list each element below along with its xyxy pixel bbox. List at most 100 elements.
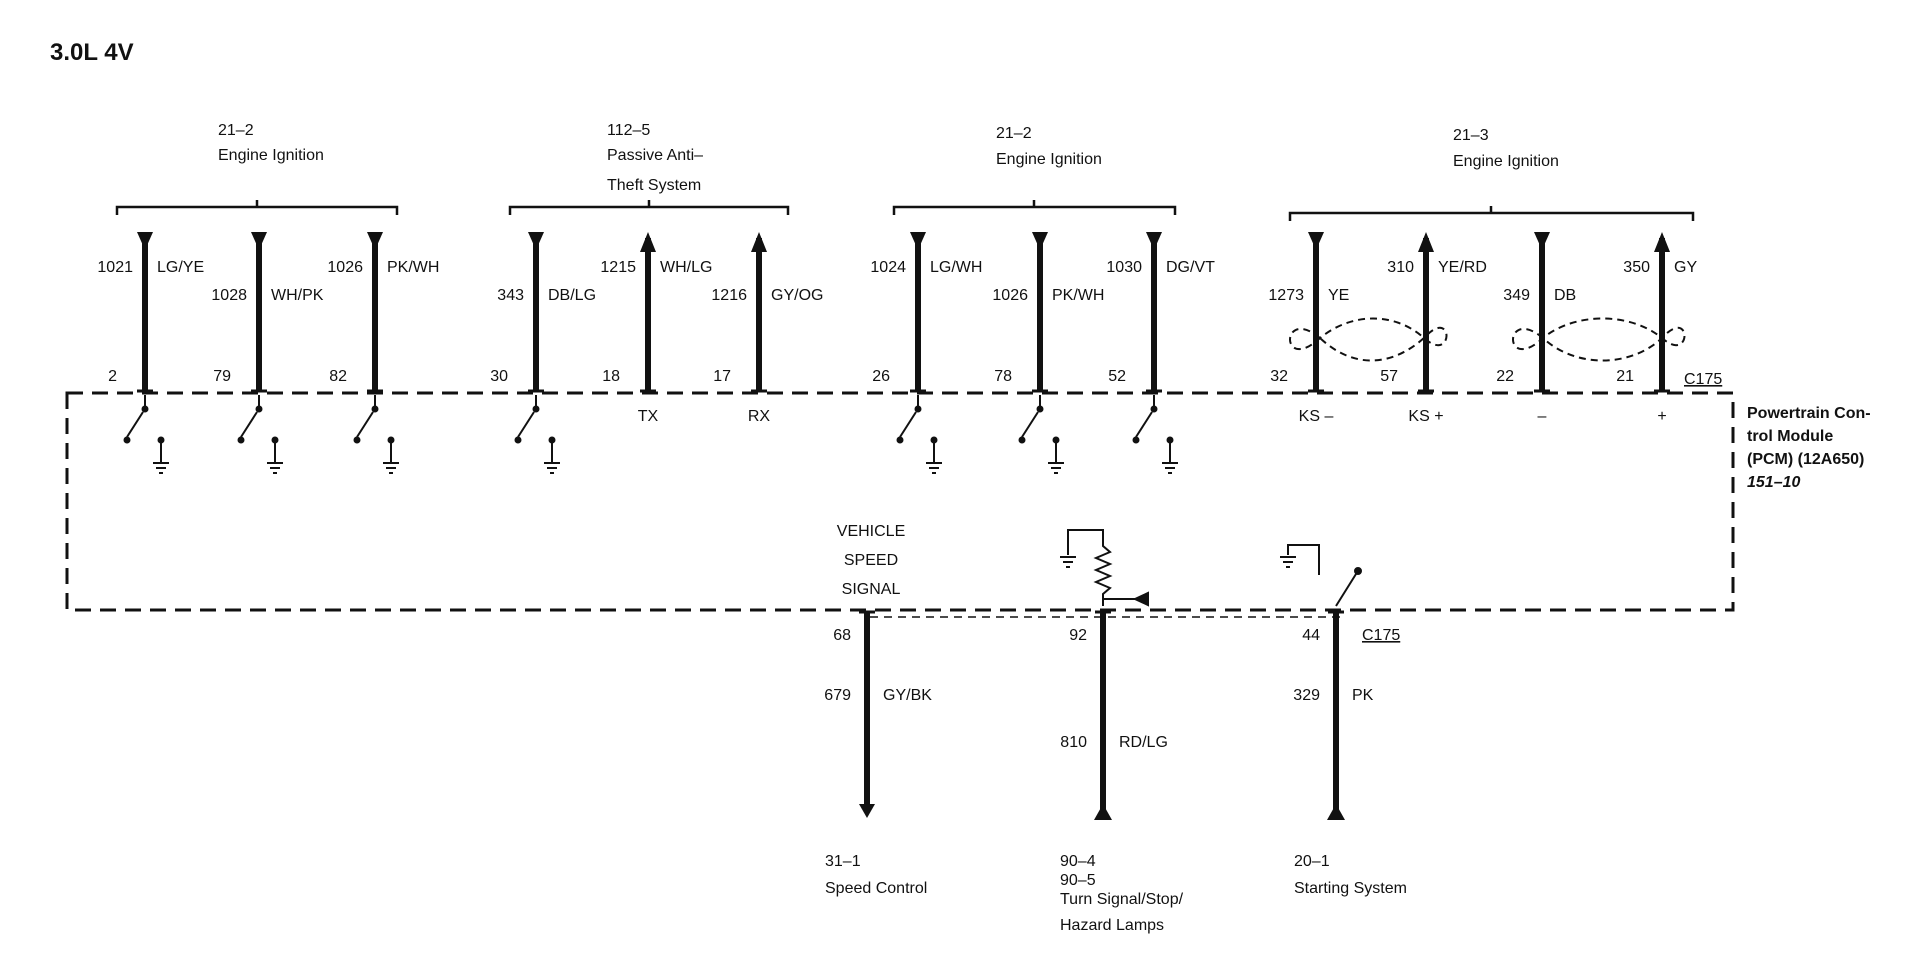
- module-label-line3: (PCM) (12A650): [1747, 451, 1864, 468]
- pin-number: 30: [490, 368, 508, 385]
- wire-circuit-number: 810: [1060, 734, 1087, 751]
- grounded-switch-icon: [514, 395, 560, 474]
- destination-ref: 31–1: [825, 853, 861, 870]
- grounded-switch-icon: [1132, 395, 1178, 474]
- pin-number: 57: [1380, 368, 1398, 385]
- arrow-out-icon: [859, 804, 875, 818]
- destination-name-2: Hazard Lamps: [1060, 917, 1164, 934]
- pin-function-label: KS –: [1299, 408, 1334, 425]
- group-bracket: [508, 200, 790, 215]
- pin-function-label: KS +: [1408, 408, 1443, 425]
- wire-color-code: DG/VT: [1166, 259, 1215, 276]
- wire-color-code: RD/LG: [1119, 734, 1168, 751]
- pin-number: 22: [1496, 368, 1514, 385]
- wire-color-code: PK: [1352, 687, 1374, 704]
- wire-circuit-number: 343: [497, 287, 524, 304]
- vss-label: VEHICLE SPEED SIGNAL: [837, 523, 905, 598]
- group-ref: 21–2: [996, 125, 1032, 142]
- group-header-engine-ignition-3: 21–3 Engine Ignition: [1453, 127, 1559, 170]
- connector-end-icon: [1094, 804, 1112, 820]
- arrow-in-icon: [137, 232, 153, 250]
- grounded-switch-icon: [896, 395, 942, 474]
- group-header-passive-anti-theft: 112–5 Passive Anti– Theft System: [607, 122, 703, 194]
- wire-circuit-number: 1215: [600, 259, 636, 276]
- wire-color-code: DB/LG: [548, 287, 596, 304]
- group-name: Engine Ignition: [218, 147, 324, 164]
- pin-number: 17: [713, 368, 731, 385]
- pin-function-label: –: [1538, 408, 1547, 425]
- arrow-in-icon: [1146, 232, 1162, 250]
- arrow-out-icon: [1418, 232, 1434, 252]
- pin-number: 2: [108, 368, 117, 385]
- destination-name: Turn Signal/Stop/: [1060, 891, 1184, 908]
- arrow-in-icon: [367, 232, 383, 250]
- pin-number: 82: [329, 368, 347, 385]
- group-header-engine-ignition-1: 21–2 Engine Ignition: [218, 122, 324, 164]
- module-label-ref: 151–10: [1747, 474, 1800, 491]
- internal-switch-icon: [1280, 544, 1362, 607]
- wire-circuit-number: 310: [1387, 259, 1414, 276]
- pin-number: 26: [872, 368, 890, 385]
- vss-label-line2: SPEED: [844, 552, 898, 569]
- wire-color-code: PK/WH: [1052, 287, 1104, 304]
- connector-end-icon: [1327, 804, 1345, 820]
- wire-color-code: DB: [1554, 287, 1576, 304]
- arrow-in-icon: [1534, 232, 1550, 250]
- grounded-switch-icon: [237, 395, 283, 474]
- wire-circuit-number: 679: [824, 687, 851, 704]
- wire-color-code: WH/PK: [271, 287, 324, 304]
- wire-color-code: GY/BK: [883, 687, 932, 704]
- pullup-resistor-icon: [1060, 529, 1149, 607]
- pin-number: 18: [602, 368, 620, 385]
- pin-function-label: RX: [748, 408, 771, 425]
- module-label-line1: Powertrain Con-: [1747, 405, 1871, 422]
- destination-name: Starting System: [1294, 880, 1407, 897]
- arrow-in-icon: [251, 232, 267, 250]
- wire-circuit-number: 1273: [1268, 287, 1304, 304]
- wire-color-code: LG/WH: [930, 259, 982, 276]
- group-ref: 21–3: [1453, 127, 1489, 144]
- arrow-in-icon: [910, 232, 926, 250]
- wire-circuit-number: 1028: [211, 287, 247, 304]
- destination-ref: 20–1: [1294, 853, 1330, 870]
- arrow-out-icon: [640, 232, 656, 252]
- page-title: 3.0L 4V: [50, 39, 134, 66]
- wire-circuit-number: 1026: [992, 287, 1028, 304]
- group-ref: 21–2: [218, 122, 254, 139]
- destination-ref: 90–4: [1060, 853, 1096, 870]
- vss-label-line3: SIGNAL: [842, 581, 901, 598]
- group-bracket: [115, 200, 399, 215]
- wire-color-code: PK/WH: [387, 259, 439, 276]
- arrow-out-icon: [751, 232, 767, 252]
- top-wire-1026-pin-78: 1026 PK/WH 78: [992, 232, 1104, 474]
- wire-circuit-number: 329: [1293, 687, 1320, 704]
- destination-name: Speed Control: [825, 880, 927, 897]
- pin-number: 78: [994, 368, 1012, 385]
- pin-number: 68: [833, 627, 851, 644]
- top-wire-310-pin-57: 310 YE/RD 57 KS +: [1380, 232, 1487, 425]
- pin-number: 21: [1616, 368, 1634, 385]
- twisted-pair-icon: [1512, 317, 1686, 362]
- arrow-in-icon: [528, 232, 544, 250]
- wire-circuit-number: 1030: [1106, 259, 1142, 276]
- wire-color-code: YE/RD: [1438, 259, 1487, 276]
- group-header-engine-ignition-2: 21–2 Engine Ignition: [996, 125, 1102, 168]
- arrow-in-icon: [1032, 232, 1048, 250]
- pin-number: 44: [1302, 627, 1320, 644]
- grounded-switch-icon: [123, 395, 169, 474]
- connector-label-top: C175: [1684, 371, 1722, 388]
- group-name: Engine Ignition: [1453, 153, 1559, 170]
